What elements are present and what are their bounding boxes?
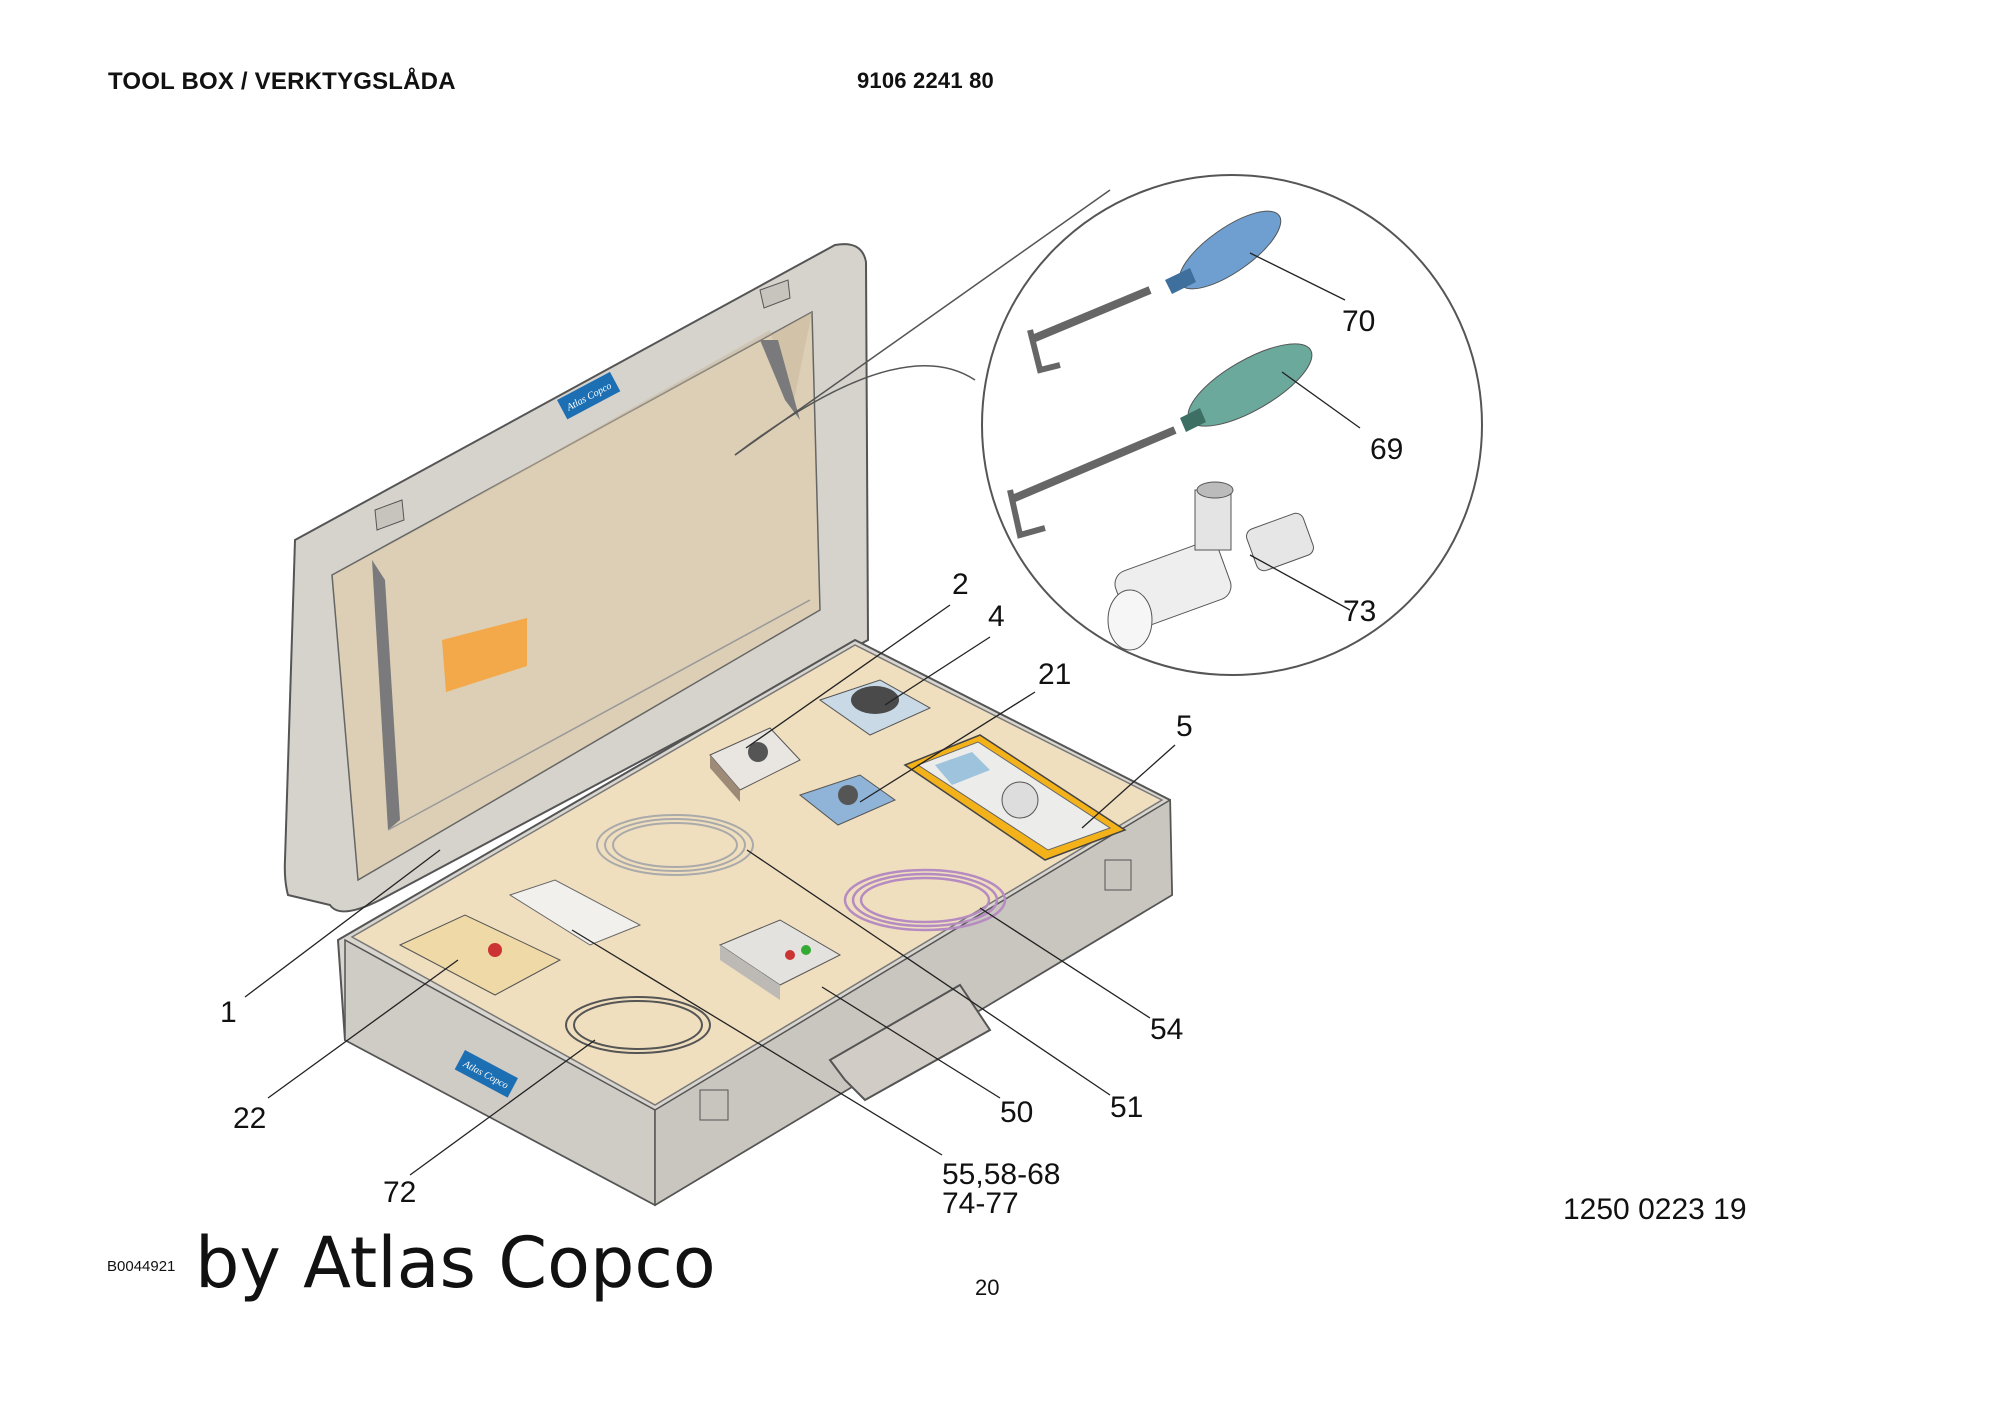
item-2-control-box xyxy=(709,727,801,802)
item-51-cable-white xyxy=(596,814,754,876)
callout-73: 73 xyxy=(1343,595,1377,628)
callout-50: 50 xyxy=(1000,1096,1034,1129)
item-22-sensor-box xyxy=(398,914,562,996)
image-id: B0044921 xyxy=(107,1258,176,1275)
callout-5: 5 xyxy=(1176,710,1193,743)
document-number: 1250 0223 19 xyxy=(1563,1193,1747,1226)
callout-69: 69 xyxy=(1370,433,1404,466)
callout-54: 54 xyxy=(1150,1013,1184,1046)
callout-2: 2 xyxy=(952,568,969,601)
item-21-module xyxy=(798,774,897,826)
callout-21: 21 xyxy=(1038,658,1072,691)
callout-55-line2: 74-77 xyxy=(942,1187,1019,1220)
leader-lines xyxy=(244,252,1361,1176)
callout-22: 22 xyxy=(233,1102,267,1135)
callout-4: 4 xyxy=(988,600,1005,633)
brand-tagline: by Atlas Copco xyxy=(195,1222,716,1304)
front-latch-left[interactable] xyxy=(699,1089,729,1121)
item-70-hook-tool-blue xyxy=(1027,210,1282,374)
case-lid: Atlas Copco xyxy=(283,243,870,913)
callout-55-range: 55,58-68 74-77 xyxy=(942,1158,1061,1220)
front-latch-right[interactable] xyxy=(1104,859,1132,891)
callout-51: 51 xyxy=(1110,1091,1144,1124)
item-72-cable-black xyxy=(565,996,711,1054)
callout-55-line1: 55,58-68 xyxy=(942,1158,1061,1191)
callout-70: 70 xyxy=(1342,305,1376,338)
item-73-t-connector xyxy=(1107,481,1314,651)
callout-1: 1 xyxy=(220,996,237,1029)
header-part-number: 9106 2241 80 xyxy=(857,68,994,93)
header-title: TOOL BOX / VERKTYGSLÅDA xyxy=(108,68,456,95)
item-69-hook-tool-green xyxy=(1007,343,1313,539)
item-5-multimeter xyxy=(903,734,1127,861)
item-54-cable-purple xyxy=(843,868,1007,932)
callout-72: 72 xyxy=(383,1176,417,1209)
lid-label-sticker xyxy=(442,618,527,692)
item-55-card-set xyxy=(508,879,642,946)
page-number: 20 xyxy=(975,1275,1000,1300)
item-50-indicator-box xyxy=(718,919,842,1000)
detail-magnifier xyxy=(734,174,1483,676)
